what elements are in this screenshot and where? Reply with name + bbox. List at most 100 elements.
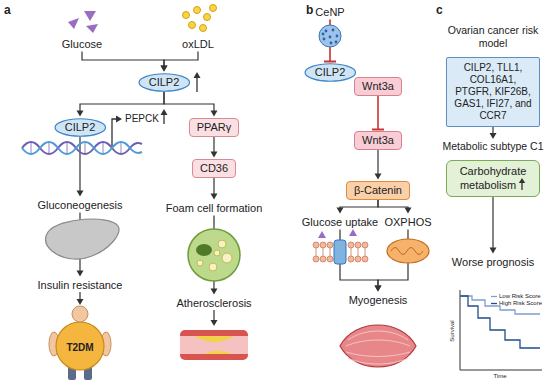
- ellipse-outline: [55, 118, 105, 135]
- panel-letter: a: [4, 3, 11, 17]
- figure-label: T2DM: [66, 342, 93, 354]
- node-text: Glucose uptake: [302, 216, 378, 229]
- panel-heading: Metabolic subtype C1: [441, 140, 545, 153]
- protein-box: Wnt3a: [354, 77, 402, 96]
- t2dm-figure: [49, 306, 111, 380]
- arrow-to-figure: [77, 292, 84, 305]
- legend-text: High Risk Score: [499, 300, 542, 307]
- node-text: OXPHOS: [384, 216, 431, 229]
- cell-membrane: [313, 229, 368, 264]
- dna-helix: [22, 142, 142, 154]
- flow-text: Gluconeogenesis: [35, 198, 124, 213]
- flow-text: OXPHOS: [382, 215, 433, 230]
- box-text: Carbohydrate metabolism: [460, 165, 527, 191]
- artery: [180, 330, 248, 360]
- node-text: CD36: [200, 162, 228, 175]
- ellipse-outline: [139, 73, 189, 90]
- flow-text: Glucose: [60, 37, 104, 52]
- arrow-head: [374, 173, 381, 179]
- info-panel: Ovarian cancer risk modelCILP2, TLL1, CO…: [441, 24, 545, 127]
- axis-label: Time: [493, 372, 506, 380]
- arrow-head: [490, 248, 497, 254]
- node-text: CILP2: [149, 76, 180, 89]
- flow-text: Atherosclerosis: [174, 296, 253, 311]
- node-text: Wnt3a: [362, 134, 394, 147]
- protein-box: PPARγ: [189, 118, 240, 137]
- box-text: CILP2, TLL1, COL16A1, PTGFR, KIF26B, GAS…: [454, 62, 531, 121]
- flow-text: CeNP: [313, 5, 346, 20]
- foam-cell: [188, 229, 240, 281]
- node-text: Insulin resistance: [38, 279, 123, 292]
- glucose-icon: [68, 11, 98, 33]
- connector: [490, 127, 497, 139]
- flow-text: Myogenesis: [347, 293, 410, 308]
- panel-letter: b: [306, 3, 313, 17]
- muscle: [340, 325, 416, 367]
- node-text: CeNP: [315, 6, 344, 19]
- arrow-head: [404, 207, 411, 213]
- connector: [164, 92, 218, 117]
- legend-text: Low Risk Score: [499, 293, 541, 300]
- arrow-head: [374, 285, 381, 291]
- node-text: oxLDL: [182, 38, 214, 51]
- protein-box: β-Catenin: [346, 181, 410, 200]
- arrow-head: [490, 133, 497, 139]
- arrow-head: [76, 110, 83, 116]
- arrow-to-artery: [211, 310, 218, 326]
- connector: [82, 52, 168, 72]
- protein-box: CD36: [192, 159, 236, 178]
- flow-text: Glucose uptake: [300, 215, 380, 230]
- node-text: CILP2: [65, 121, 96, 134]
- arrow-head: [160, 65, 167, 71]
- up-arrow: [518, 178, 526, 190]
- connector-line: [378, 200, 408, 210]
- node-text: Wnt3a: [362, 80, 394, 93]
- connector: [160, 52, 198, 72]
- mitochondrion: [387, 239, 429, 263]
- flow-text: Insulin resistance: [36, 278, 125, 293]
- connector-line: [213, 137, 214, 154]
- gene-label: PEPCK: [125, 113, 159, 125]
- survival-plot: [460, 290, 542, 370]
- connector-line: [80, 92, 164, 113]
- info-panel: Metabolic subtype C1 Carbohydrate metabol…: [441, 140, 545, 197]
- protein-ellipse: CILP2: [138, 73, 191, 92]
- connector-line: [213, 178, 214, 196]
- connector-line: [492, 197, 493, 250]
- node-text: Glucose: [62, 38, 102, 51]
- nanoparticle: [319, 25, 341, 47]
- connector: [76, 92, 164, 117]
- node-text: Atherosclerosis: [176, 297, 251, 310]
- panel-heading: Ovarian cancer risk model: [441, 24, 545, 50]
- flow-text: oxLDL: [180, 37, 216, 52]
- arrow-head: [76, 270, 83, 276]
- arrow-head: [210, 151, 217, 157]
- up-arrow: [194, 72, 201, 92]
- arrow-head: [519, 178, 525, 183]
- connector: [210, 137, 217, 158]
- connector: [378, 200, 411, 214]
- axis-label: Survival: [448, 320, 456, 341]
- connector: [211, 178, 218, 200]
- connector-line: [82, 52, 164, 68]
- ellipse-outline: [305, 63, 355, 80]
- inhibition-bar: [324, 60, 336, 62]
- flow-text: Foam cell formation: [164, 201, 265, 216]
- flow-text: Worse prognosis: [450, 255, 536, 270]
- arrow-head: [374, 285, 381, 291]
- liver: [45, 219, 119, 259]
- node-text: β-Catenin: [354, 184, 402, 197]
- node-text: Myogenesis: [349, 294, 408, 307]
- node-text: CILP2: [315, 66, 346, 79]
- protein-box: Wnt3a: [354, 131, 402, 150]
- arrow-shaft: [521, 182, 522, 190]
- arrow-head: [210, 110, 217, 116]
- connector-line: [340, 200, 378, 210]
- node-text: Gluconeogenesis: [37, 199, 122, 212]
- panel-letter: c: [436, 3, 443, 17]
- info-box: Carbohydrate metabolism: [446, 160, 540, 197]
- arrow-head: [210, 288, 217, 294]
- arrow-head: [337, 208, 344, 214]
- node-text: PPARγ: [197, 121, 232, 134]
